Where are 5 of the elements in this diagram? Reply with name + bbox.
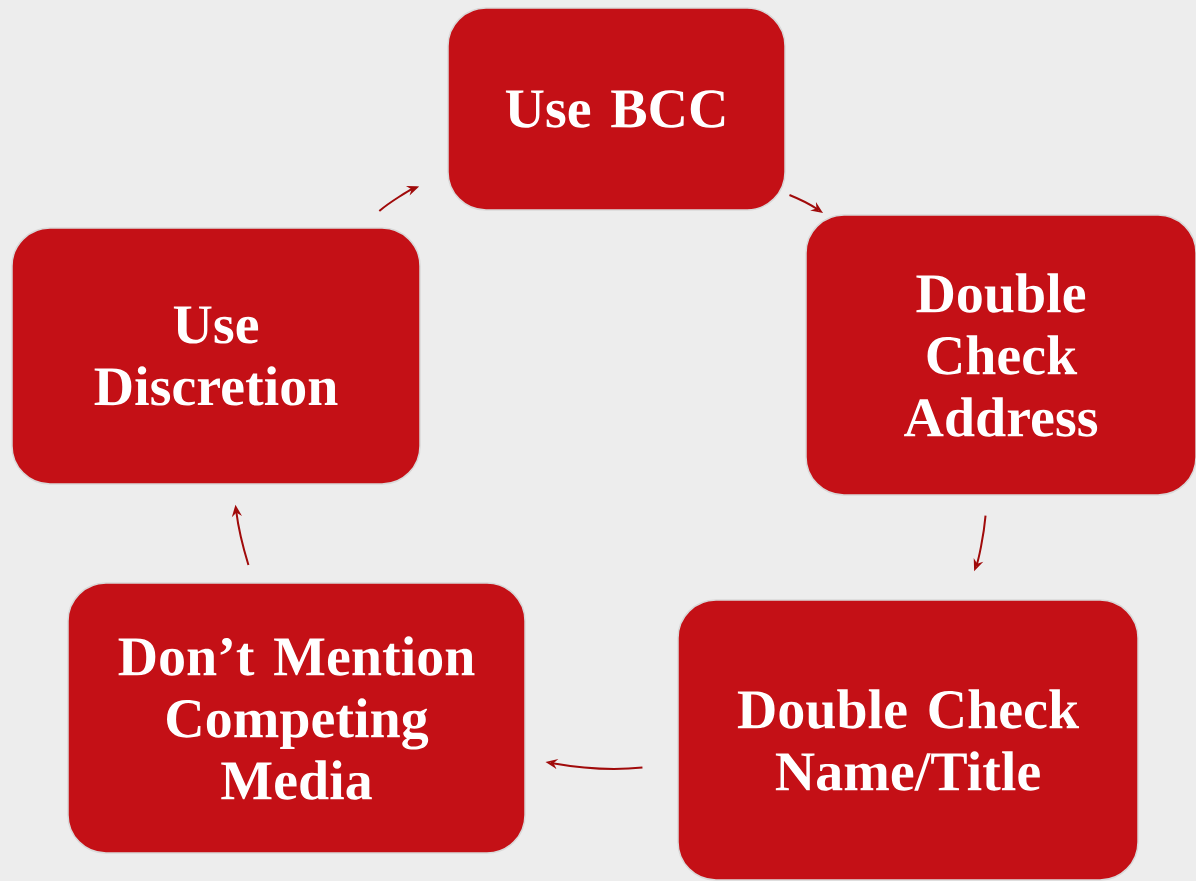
process-box: Double Check Name/Title [677, 599, 1139, 881]
process-box: Don’t Mention Competing Media [67, 582, 526, 854]
process-box: Use Discretion [11, 227, 421, 485]
process-box: Use BCC [447, 7, 786, 211]
process-box: Double Check Address [805, 214, 1196, 496]
